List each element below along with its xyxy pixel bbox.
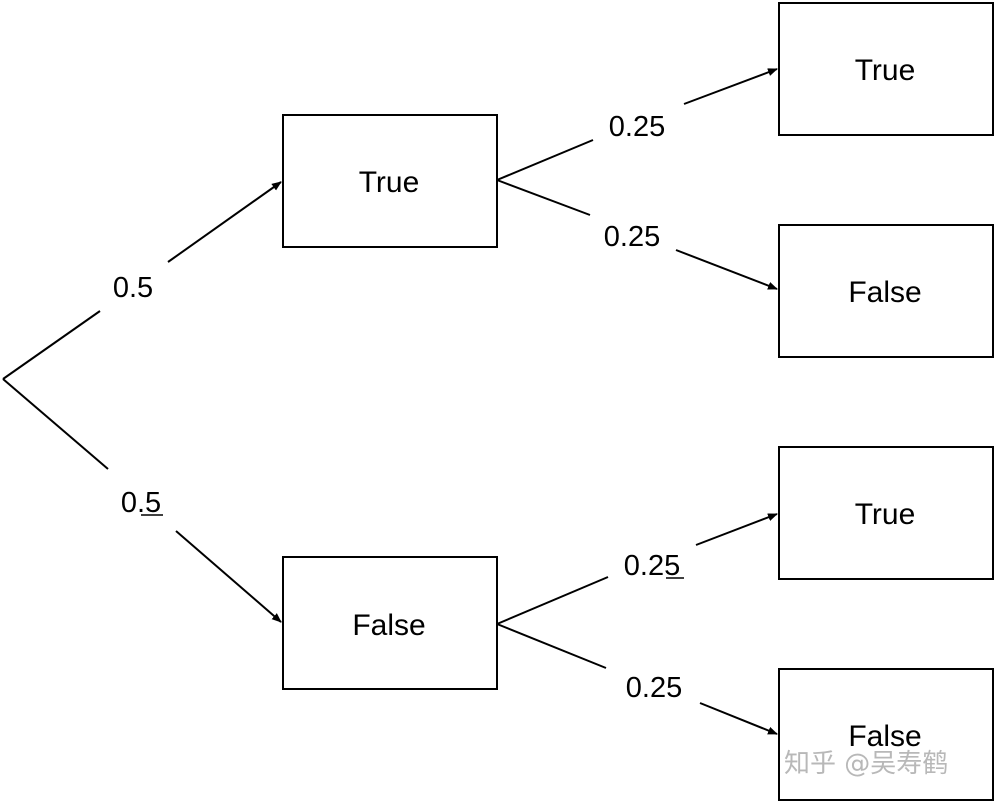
node-leaf-false-true-label: True [855,498,916,531]
node-leaf-true-true-box [778,2,994,136]
edge-label-root-to-false: 0.5 [121,487,161,519]
node-leaf-false-false-label: False [848,720,921,753]
node-level1-false-label: False [352,609,425,642]
edge-true-to-false [496,179,591,216]
edge-label-root-to-true: 0.5 [113,272,153,304]
edge-label-true-to-true: 0.25 [609,111,665,143]
watermark: 知乎 @吴寿鹤 [784,749,948,779]
node-level1-false-box [282,556,498,690]
edge-false-to-true [496,576,609,625]
edge-root-to-false [2,378,109,470]
edge-false-to-false-arrow [699,702,778,735]
edge-label-false-to-false: 0.25 [626,672,682,704]
node-leaf-false-true-box [778,446,994,580]
edge-true-to-false-arrow [675,249,778,290]
node-leaf-true-false-box [778,224,994,358]
node-leaf-true-false-label: False [848,276,921,309]
node-leaf-true-true-label: True [855,54,916,87]
edge-true-to-true [496,139,594,181]
node-level1-true-box [282,114,498,248]
edge-false-to-false [496,623,607,669]
edge-true-to-true-arrow [683,68,778,105]
edge-label-true-to-false: 0.25 [604,221,660,253]
node-leaf-false-false-box [778,668,994,801]
edge-root-to-true-arrow [167,181,282,263]
edge-root-to-false-arrow [175,530,282,623]
edge-false-to-true-arrow [695,513,778,546]
edge-root-to-true [2,310,101,380]
edge-label-false-to-true: 0.25 [624,550,680,582]
node-level1-true-label: True [359,166,420,199]
